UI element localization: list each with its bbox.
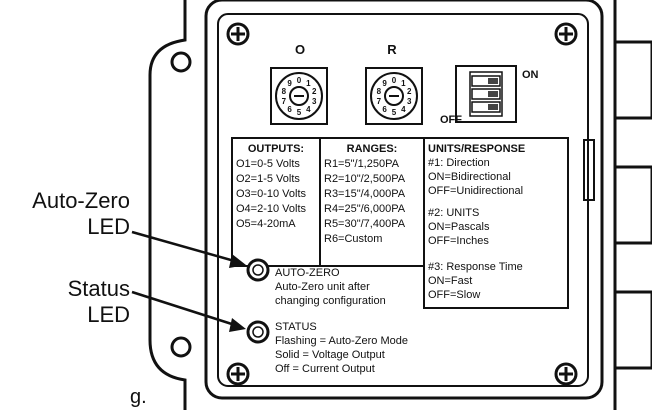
r-dial-digit-9: 9 (382, 79, 387, 88)
units-on: ON=Pascals (428, 221, 490, 233)
auto-zero-callout-line2: LED (87, 214, 130, 239)
right-port-bottom (613, 290, 652, 370)
right-port-top (613, 40, 652, 120)
output-item: O1=0-5 Volts (236, 158, 300, 170)
o-switch-label: O (295, 42, 305, 57)
units-title: #2: UNITS (428, 207, 479, 219)
side-clip (583, 139, 595, 201)
response-title: #3: Response Time (428, 261, 523, 273)
status-callout: Status LED (0, 276, 130, 328)
direction-title: #1: Direction (428, 157, 490, 169)
output-item: O4=2-10 Volts (236, 203, 307, 215)
ranges-legend: RANGES: R1=5"/1,250PA R2=10"/2,500PA R3=15"… (324, 143, 406, 245)
response-off: OFF=Slow (428, 289, 480, 301)
r-dial-digit-5: 5 (392, 108, 397, 117)
r-dial-digit-1: 1 (401, 79, 406, 88)
enclosure-inner-frame (204, 0, 604, 400)
dip-switch[interactable] (455, 65, 517, 123)
o-dial-digit-8: 8 (282, 87, 287, 96)
auto-zero-led (246, 258, 270, 282)
corner-screw-bottom-right (554, 362, 578, 386)
units-response-table (423, 137, 569, 309)
dip-switch-3[interactable] (471, 101, 501, 113)
r-dial-digit-7: 7 (377, 97, 382, 106)
range-item: R6=Custom (324, 233, 382, 245)
dip-switch-2[interactable] (471, 88, 501, 100)
corner-screw-top-left (226, 22, 250, 46)
status-desc-2: Solid = Voltage Output (275, 349, 385, 361)
units-response-legend: UNITS/RESPONSE #1: Direction ON=Bidirect… (428, 143, 525, 301)
fragment-text: g. (130, 386, 147, 408)
output-item: O5=4-20mA (236, 218, 296, 230)
response-on: ON=Fast (428, 275, 472, 287)
r-switch-label: R (387, 42, 397, 57)
mounting-hole-top (170, 51, 192, 73)
status-callout-line1: Status (67, 276, 130, 301)
o-dial-digit-7: 7 (282, 97, 287, 106)
r-dial-digit-3: 3 (407, 97, 412, 106)
corner-screw-top-right (554, 22, 578, 46)
mounting-hole-bottom (170, 336, 192, 358)
status-led (246, 320, 270, 344)
o-dial-digit-6: 6 (287, 105, 292, 114)
auto-zero-callout: Auto-Zero LED (0, 188, 130, 240)
o-dial-digit-2: 2 (312, 87, 317, 96)
r-dial-digit-8: 8 (377, 87, 382, 96)
direction-on: ON=Bidirectional (428, 171, 511, 183)
auto-zero-title: AUTO-ZERO (275, 267, 340, 279)
r-dial-digit-4: 4 (401, 105, 406, 114)
range-item: R4=25"/6,000PA (324, 203, 406, 215)
dip-on-label: ON (522, 69, 539, 81)
status-callout-line2: LED (87, 302, 130, 327)
clipped-text-fragment: g. (130, 384, 170, 410)
units-response-header: UNITS/RESPONSE (428, 143, 525, 155)
range-item: R1=5"/1,250PA (324, 158, 400, 170)
r-dial-digit-6: 6 (382, 105, 387, 114)
status-desc-1: Flashing = Auto-Zero Mode (275, 335, 408, 347)
o-dial-digit-3: 3 (312, 97, 317, 106)
status-title: STATUS (275, 321, 317, 333)
dip-off-label: OFF (440, 114, 462, 126)
outputs-header: OUTPUTS: (248, 143, 304, 155)
output-item: O2=1-5 Volts (236, 173, 300, 185)
units-off: OFF=Inches (428, 235, 489, 247)
o-dial-digit-9: 9 (287, 79, 292, 88)
auto-zero-desc-1: Auto-Zero unit after (275, 281, 370, 293)
auto-zero-callout-line1: Auto-Zero (32, 188, 130, 213)
status-desc-3: Off = Current Output (275, 363, 375, 375)
dip-switch-1[interactable] (471, 75, 501, 87)
status-arrow (131, 290, 246, 332)
range-item: R5=30"/7,400PA (324, 218, 406, 230)
o-dial-digit-0: 0 (297, 76, 302, 85)
r-dial-digit-0: 0 (392, 76, 397, 85)
corner-screw-bottom-left (226, 362, 250, 386)
o-dial-digit-1: 1 (306, 79, 311, 88)
r-dial-digit-2: 2 (407, 87, 412, 96)
ranges-header: RANGES: (347, 143, 398, 155)
direction-off: OFF=Unidirectional (428, 185, 523, 197)
o-dial-digit-5: 5 (297, 108, 302, 117)
output-item: O3=0-10 Volts (236, 188, 307, 200)
right-port-middle (613, 165, 652, 245)
auto-zero-desc-2: changing configuration (275, 295, 386, 307)
auto-zero-arrow (131, 230, 246, 268)
o-dial-digit-4: 4 (306, 105, 311, 114)
range-item: R3=15"/4,000PA (324, 188, 406, 200)
range-item: R2=10"/2,500PA (324, 173, 406, 185)
